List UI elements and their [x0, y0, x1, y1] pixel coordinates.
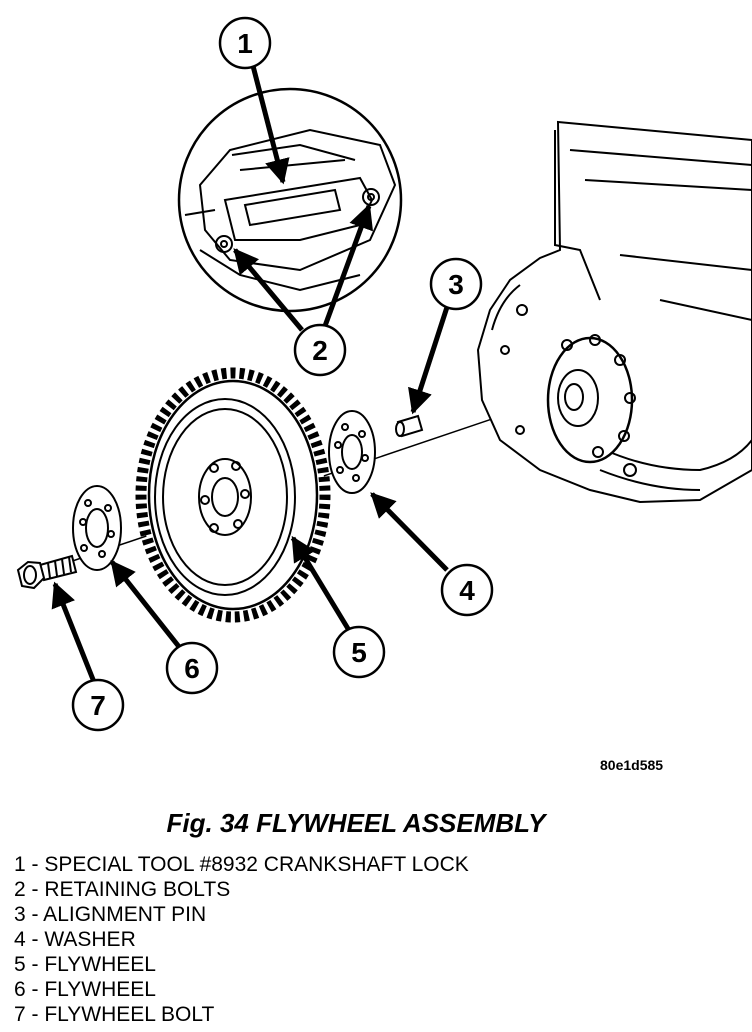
callout-4: 4	[440, 563, 494, 617]
figure-caption: Fig. 34 FLYWHEEL ASSEMBLY	[166, 808, 546, 838]
callout-7: 7	[71, 678, 125, 732]
callout-1: 1	[218, 16, 272, 70]
svg-text:4: 4	[459, 575, 475, 606]
legend-item: 7 - FLYWHEEL BOLT	[14, 1003, 215, 1026]
legend-item: 1 - SPECIAL TOOL #8932 CRANKSHAFT LOCK	[14, 853, 469, 876]
legend-item: 4 - WASHER	[14, 928, 136, 951]
callout-2: 2	[293, 323, 347, 377]
flywheel-washer	[72, 485, 122, 571]
engine-block	[476, 120, 752, 504]
figure-code: 80e1d585	[600, 757, 664, 773]
crankshaft-lock-tool-detail	[177, 87, 403, 313]
callout-6: 6	[165, 641, 219, 695]
parts-legend: 1 - SPECIAL TOOL #8932 CRANKSHAFT LOCK 2…	[14, 852, 469, 1027]
svg-text:7: 7	[90, 690, 106, 721]
flywheel-assembly-diagram: 1 2 3 4 5 6 7	[16, 16, 752, 732]
washer	[328, 410, 376, 494]
flywheel-bolt	[16, 554, 78, 590]
svg-text:6: 6	[184, 653, 200, 684]
svg-text:5: 5	[351, 637, 367, 668]
leader-lines	[51, 61, 451, 683]
legend-item: 2 - RETAINING BOLTS	[14, 878, 231, 901]
legend-item: 3 - ALIGNMENT PIN	[14, 903, 207, 926]
alignment-pin	[395, 414, 424, 438]
legend-item: 5 - FLYWHEEL	[14, 953, 156, 976]
svg-text:3: 3	[448, 269, 464, 300]
svg-text:2: 2	[312, 335, 328, 366]
flywheel	[135, 367, 331, 623]
callout-5: 5	[332, 625, 386, 679]
svg-text:1: 1	[237, 28, 253, 59]
callout-3: 3	[429, 257, 483, 311]
legend-item: 6 - FLYWHEEL	[14, 978, 156, 1001]
